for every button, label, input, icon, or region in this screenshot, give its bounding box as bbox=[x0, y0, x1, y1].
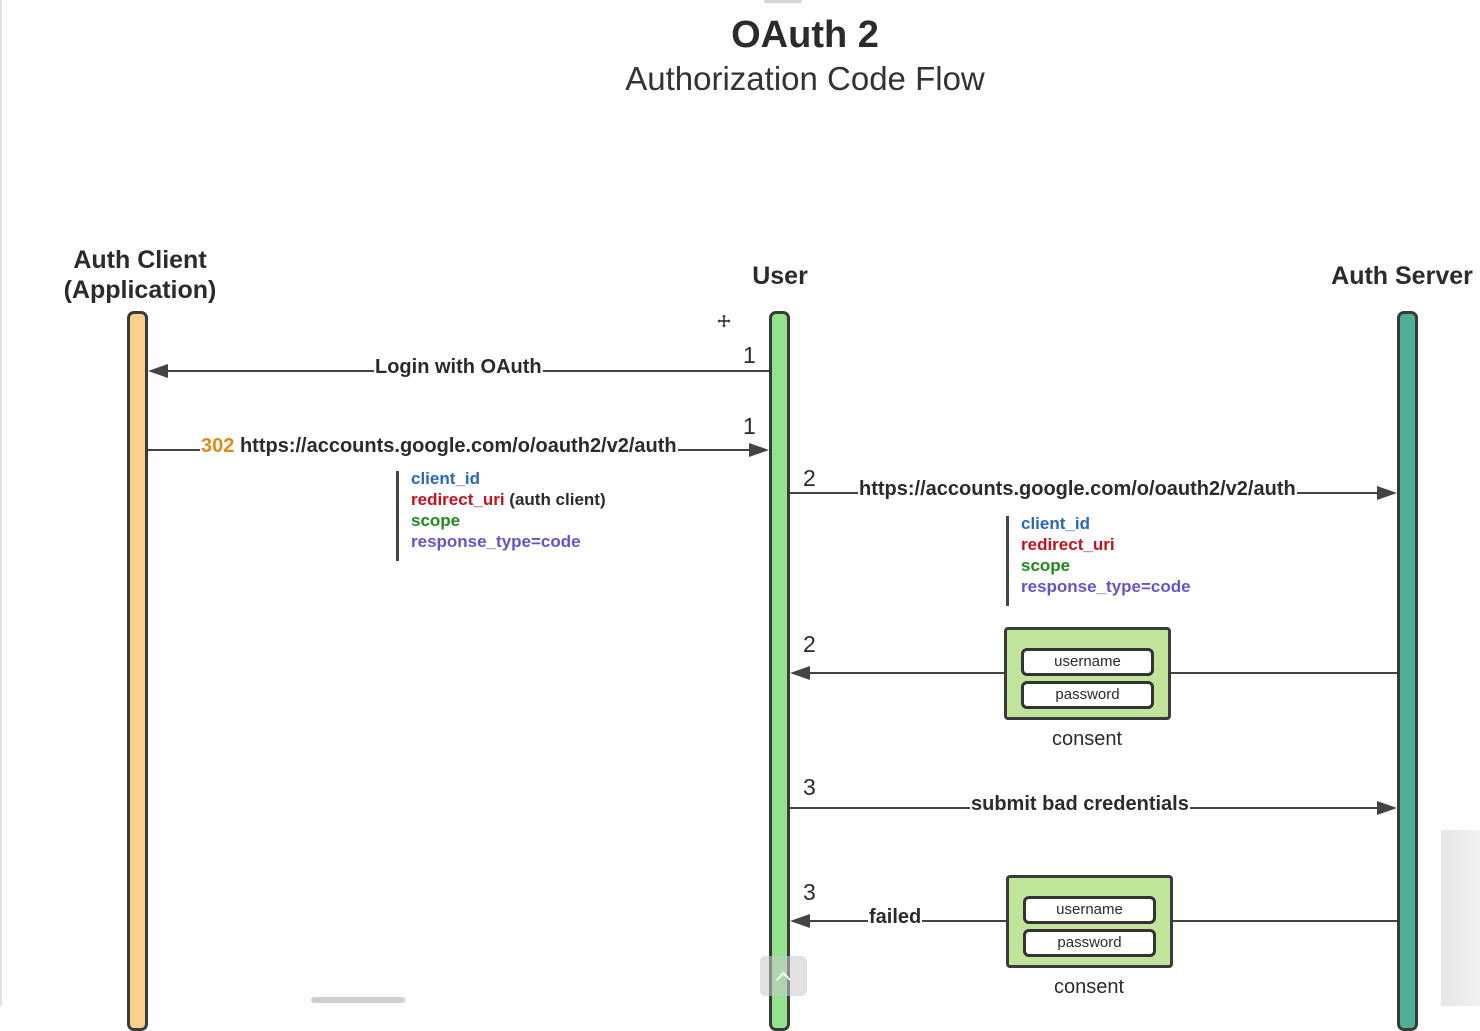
step-number-3a: 3 bbox=[803, 774, 816, 800]
lifeline-auth-server bbox=[1397, 311, 1418, 1031]
actor-user: User bbox=[752, 262, 808, 290]
top-tab-marker bbox=[764, 0, 802, 3]
param-scope: scope bbox=[1021, 556, 1071, 575]
message-label-login: Login with OAuth bbox=[374, 356, 543, 379]
consent-form-2: username password bbox=[1006, 875, 1173, 968]
message-label-submit: submit bad credentials bbox=[970, 793, 1190, 816]
move-cursor-icon bbox=[716, 313, 732, 329]
step-number-2b: 2 bbox=[803, 631, 816, 657]
status-code-302: 302 bbox=[201, 435, 235, 457]
username-field: username bbox=[1023, 896, 1156, 924]
param-redirect-note: (auth client) bbox=[509, 490, 606, 509]
param-scope: scope bbox=[411, 511, 461, 530]
message-label-failed: failed bbox=[868, 906, 923, 929]
arrow-head-left bbox=[790, 666, 810, 680]
step-number-2a: 2 bbox=[803, 465, 816, 491]
side-panel-edge bbox=[1441, 830, 1480, 1006]
param-response-type: response_type=code bbox=[1021, 577, 1191, 596]
param-list-client: client_id redirect_uri (auth client) sco… bbox=[411, 468, 606, 552]
horizontal-scrollbar[interactable] bbox=[311, 997, 405, 1003]
diagram-title: OAuth 2 bbox=[731, 14, 879, 56]
step-number-1a: 1 bbox=[743, 342, 756, 368]
password-field: password bbox=[1021, 681, 1154, 709]
param-redirect-uri: redirect_uri bbox=[1021, 535, 1115, 554]
consent-form-1: username password bbox=[1004, 627, 1171, 720]
arrow-head-left bbox=[790, 914, 810, 928]
scroll-to-top-button[interactable] bbox=[760, 956, 807, 996]
step-number-3b: 3 bbox=[803, 879, 816, 905]
actor-auth-client: Auth Client (Application) bbox=[40, 245, 240, 305]
chevron-up-icon bbox=[776, 971, 791, 981]
actor-auth-client-role: (Application) bbox=[63, 276, 217, 304]
consent-label-1: consent bbox=[1051, 728, 1123, 750]
param-client-id: client_id bbox=[1021, 514, 1090, 533]
param-bracket-client bbox=[396, 471, 399, 561]
arrow-head-right bbox=[1377, 801, 1397, 815]
diagram-subtitle: Authorization Code Flow bbox=[625, 60, 985, 97]
lifeline-auth-client bbox=[127, 311, 148, 1031]
arrow-head-left bbox=[148, 364, 168, 378]
actor-auth-client-name: Auth Client bbox=[73, 246, 207, 274]
username-field: username bbox=[1021, 648, 1154, 676]
message-label-redirect: 302 https://accounts.google.com/o/oauth2… bbox=[200, 435, 678, 458]
arrow-head-right bbox=[749, 443, 769, 457]
actor-auth-server: Auth Server bbox=[1331, 262, 1473, 290]
param-redirect-uri: redirect_uri bbox=[411, 490, 505, 509]
lifeline-user bbox=[769, 311, 790, 1031]
param-response-type: response_type=code bbox=[411, 532, 581, 551]
message-label-auth-request: https://accounts.google.com/o/oauth2/v2/… bbox=[858, 478, 1297, 501]
param-list-server: client_id redirect_uri scope response_ty… bbox=[1021, 513, 1191, 597]
left-edge bbox=[0, 0, 2, 1006]
step-number-1b: 1 bbox=[743, 413, 756, 439]
param-client-id: client_id bbox=[411, 469, 480, 488]
redirect-url: https://accounts.google.com/o/oauth2/v2/… bbox=[239, 435, 677, 457]
param-bracket-server bbox=[1006, 516, 1009, 606]
arrow-head-right bbox=[1377, 486, 1397, 500]
consent-label-2: consent bbox=[1053, 976, 1125, 998]
password-field: password bbox=[1023, 929, 1156, 957]
param-redirect-uri-row: redirect_uri (auth client) bbox=[411, 489, 606, 510]
